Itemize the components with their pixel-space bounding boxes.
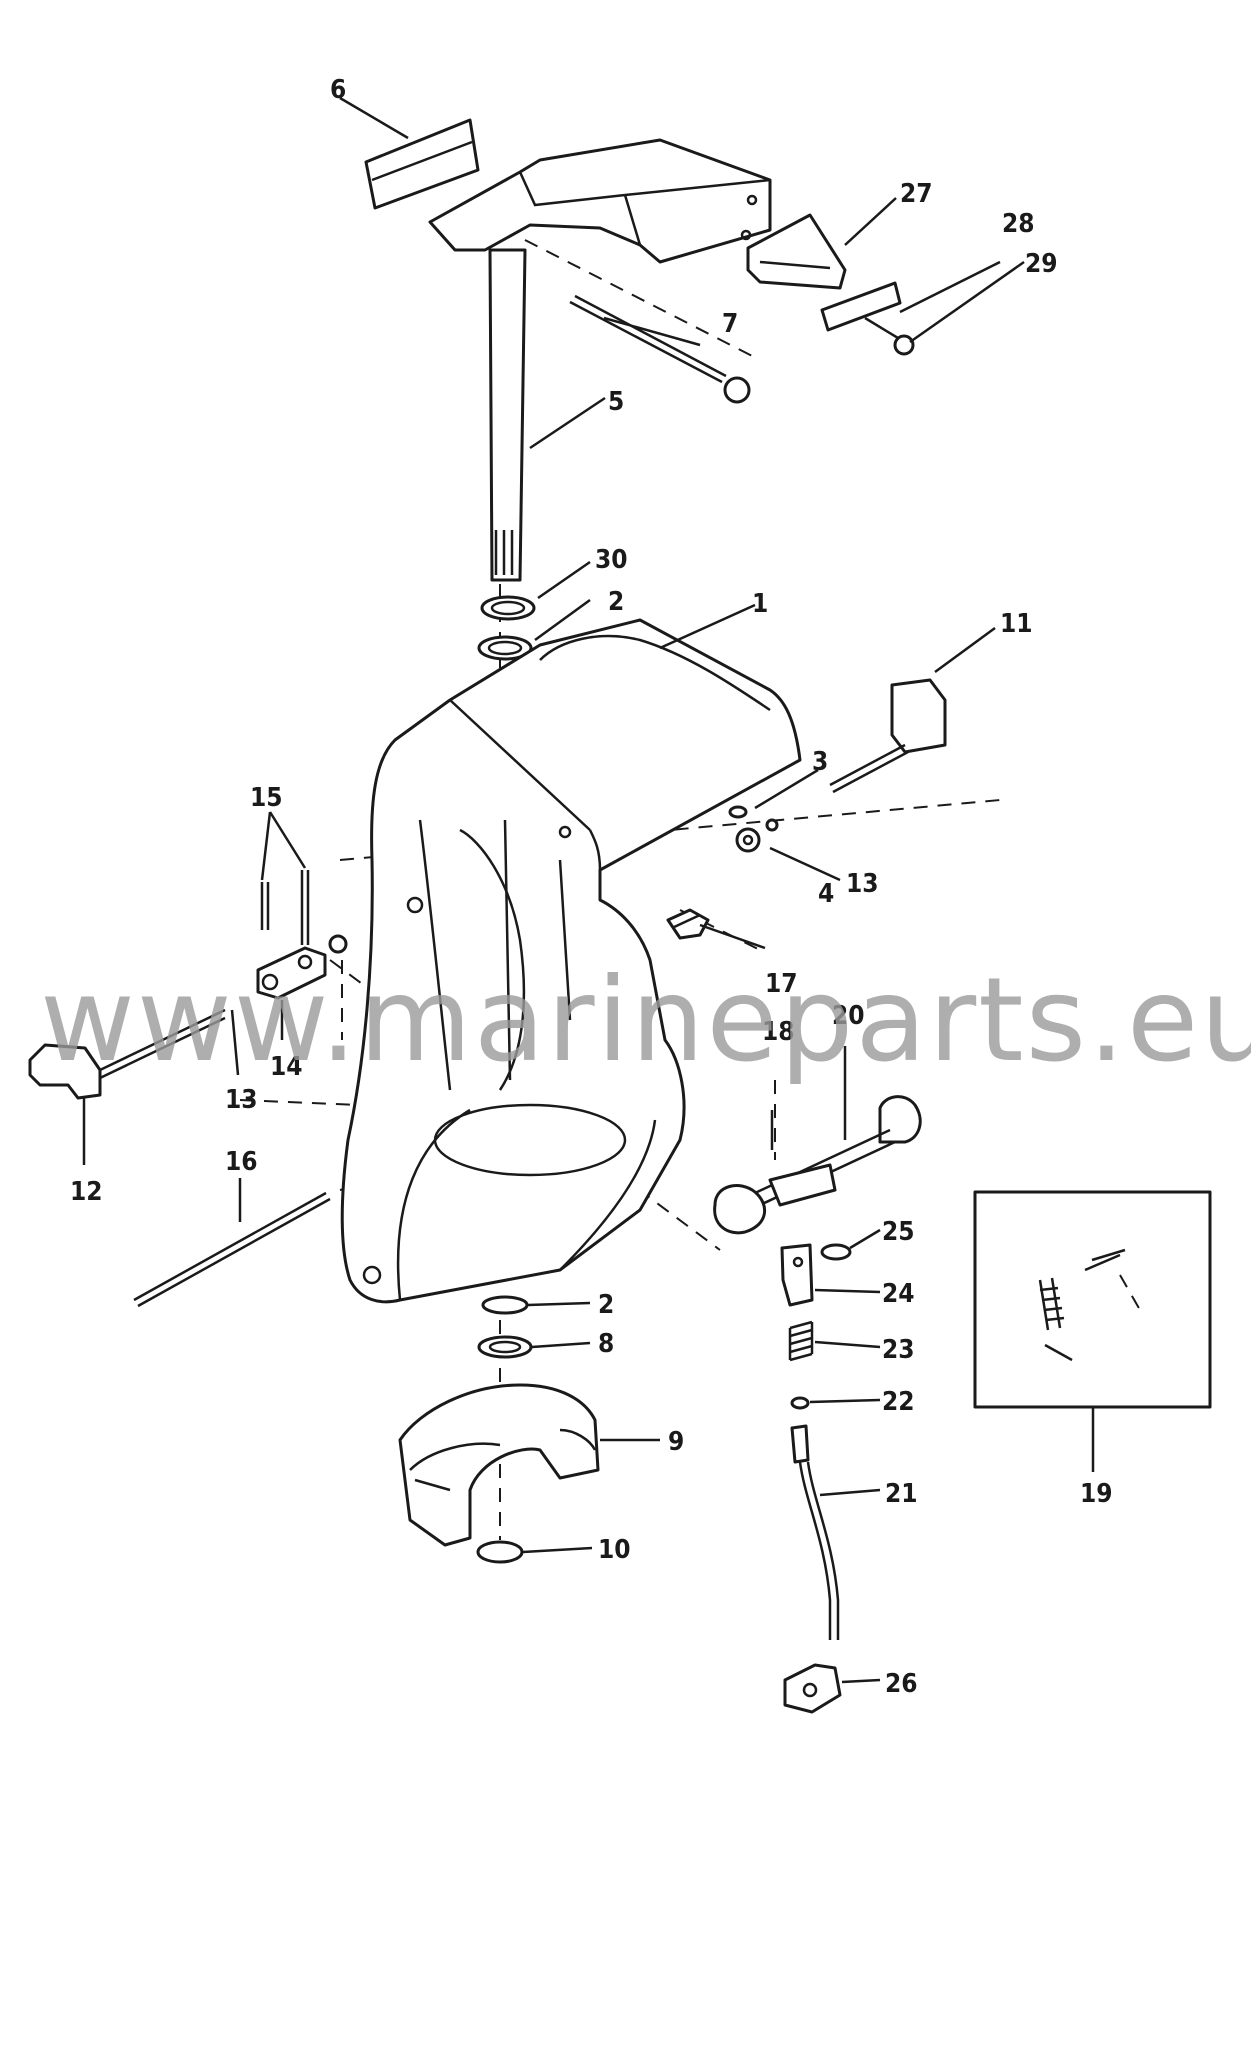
part-8-ring [477, 1335, 533, 1359]
part-13-nut-left [328, 934, 348, 1040]
callout-5: 5 [608, 387, 624, 417]
callout-11: 11 [1000, 609, 1033, 639]
callout-7: 7 [722, 309, 738, 339]
callout-25: 25 [882, 1217, 915, 1247]
part-4-washer [765, 818, 779, 832]
callout-16: 16 [225, 1147, 258, 1177]
part-29-screw [864, 316, 915, 356]
callout-17: 17 [765, 969, 798, 999]
callout-18: 18 [762, 1017, 795, 1047]
part-16-rod [133, 1191, 331, 1308]
callout-10: 10 [598, 1535, 631, 1565]
callout-21: 21 [885, 1479, 918, 1509]
part-21-rod [790, 1424, 840, 1640]
part-25-washer [820, 1243, 852, 1261]
callout-22: 22 [882, 1387, 915, 1417]
part-9-bracket [398, 1383, 600, 1547]
part-12-handle [28, 1008, 226, 1100]
part-14-block [256, 946, 327, 1000]
callout-6: 6 [330, 75, 346, 105]
leader-lines [82, 96, 1095, 1684]
part-15-pins [260, 870, 310, 945]
part-20-lever [713, 1095, 922, 1235]
part-2-ring-bottom [481, 1295, 529, 1315]
callout-9: 9 [668, 1427, 684, 1457]
callout-28: 28 [1002, 209, 1035, 239]
callout-2-bottom: 2 [598, 1290, 614, 1320]
part-23-spring [788, 1320, 814, 1362]
part-2-ring-top [477, 635, 533, 661]
callout-8: 8 [598, 1329, 614, 1359]
callout-3: 3 [812, 747, 828, 777]
callout-19: 19 [1080, 1479, 1113, 1509]
part-24-yoke [780, 1243, 814, 1307]
callout-23: 23 [882, 1335, 915, 1365]
part-30-ring [480, 595, 536, 621]
part-26-base [783, 1663, 842, 1714]
part-11-latch [829, 678, 947, 794]
top-bracket [428, 138, 772, 264]
part-17-clip [666, 908, 710, 940]
part-28-plate [820, 281, 902, 332]
part-10-pad [476, 1540, 524, 1564]
callout-14: 14 [270, 1052, 303, 1082]
part-3-pin [728, 805, 748, 819]
part-5-swivel-shaft [488, 248, 527, 582]
part-27-bracket [746, 213, 847, 290]
callout-labels: 6 7 5 27 28 29 30 2 1 11 3 13 4 15 14 13… [70, 75, 1113, 1699]
part-13-nut-right [735, 827, 761, 853]
callout-2-top: 2 [608, 587, 624, 617]
part-19-inset-box [973, 1190, 1212, 1409]
callout-30: 30 [595, 545, 628, 575]
callout-1: 1 [752, 589, 768, 619]
callout-13-right: 13 [846, 869, 879, 899]
callout-26: 26 [885, 1669, 918, 1699]
part-1-swivel-bracket [340, 618, 802, 1304]
part-22-washer [790, 1396, 810, 1410]
callout-15: 15 [250, 783, 283, 813]
callout-13-left: 13 [225, 1085, 258, 1115]
part-6-plate [364, 118, 480, 210]
watermark: www.marineparts.eu [40, 953, 1251, 1088]
callout-4: 4 [818, 879, 834, 909]
callout-12: 12 [70, 1177, 103, 1207]
callout-24: 24 [882, 1279, 915, 1309]
part-7-bolt [569, 294, 751, 404]
callout-20: 20 [832, 1001, 865, 1031]
callout-27: 27 [900, 179, 933, 209]
callout-29: 29 [1025, 249, 1058, 279]
